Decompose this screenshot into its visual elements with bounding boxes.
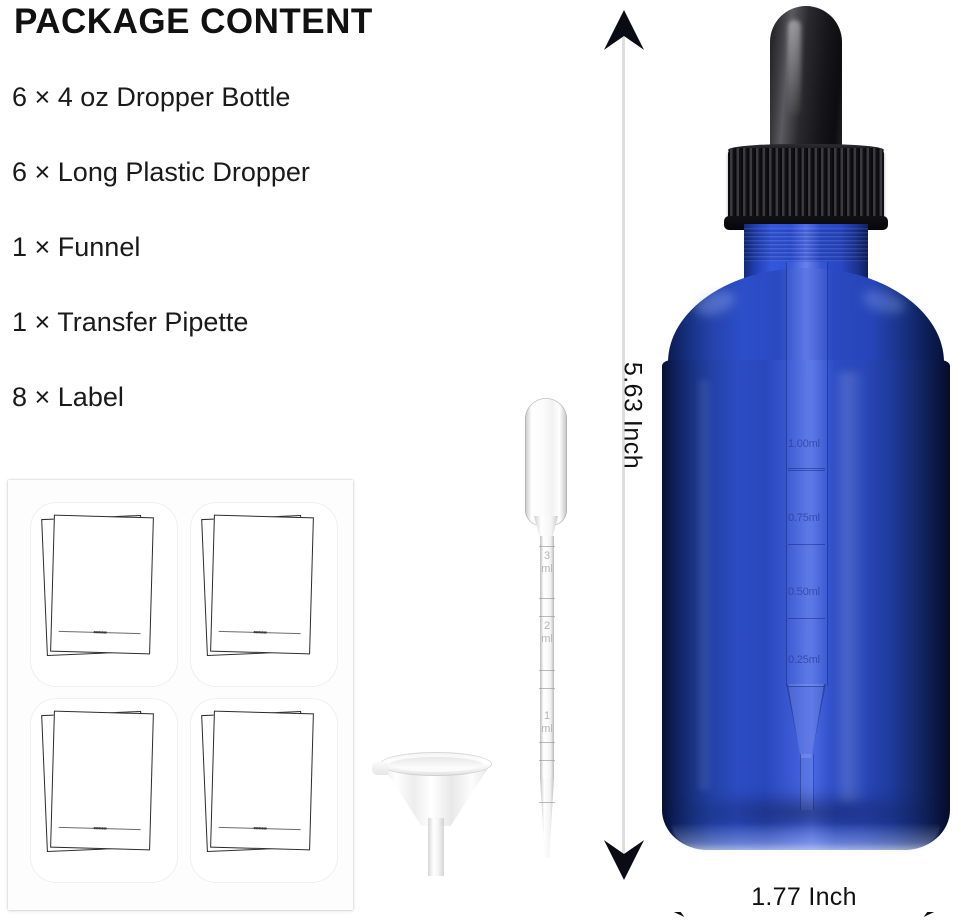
- width-dimension-indicator: 1.77 Inch: [648, 882, 960, 918]
- pipette-graduation-tick: [539, 742, 555, 743]
- pipette-graduation-value: 3: [543, 550, 551, 562]
- bottle-body-highlight-center: [832, 372, 866, 802]
- bottle-body-highlight-left: [696, 380, 712, 790]
- pipette-graduation-value: 2: [543, 620, 551, 632]
- funnel-illustration: [372, 752, 500, 877]
- dimension-shaft-vertical: [622, 32, 625, 854]
- package-content-item: 1 × Funnel: [12, 232, 141, 262]
- funnel-stem: [428, 818, 444, 876]
- pipette-graduation-value: 1: [543, 710, 551, 722]
- bottle-neck-threads: [744, 228, 868, 262]
- funnel-rim-inner: [389, 757, 483, 772]
- package-content-item: 1 × Transfer Pipette: [12, 307, 249, 337]
- pipette-graduation-unit: ml: [541, 633, 553, 645]
- width-dimension-label: 1.77 Inch: [648, 883, 960, 912]
- dropper-graduation-tick: [788, 470, 825, 472]
- pipette-graduation-tick: [539, 546, 555, 547]
- label-ornament-flourish: ••••••••: [253, 823, 267, 834]
- label-ornament-flourish: ••••••••: [93, 823, 107, 834]
- label-item: ••••••••: [30, 698, 178, 883]
- label-ornament-group: ••••••••: [210, 515, 312, 653]
- height-dimension-label: 5.63 Inch: [618, 361, 647, 470]
- height-dimension-indicator: 5.63 Inch: [596, 6, 666, 884]
- bottle-cap-bulb-highlight: [788, 20, 801, 116]
- bottle-body: [662, 360, 950, 850]
- pipette-graduation-tick: [539, 802, 555, 803]
- label-ornament-group: ••••••••: [210, 711, 312, 849]
- dropper-graduation-tick: [788, 618, 825, 620]
- label-ornament-group: ••••••••: [50, 515, 152, 653]
- label-ornament-flourish: ••••••••: [93, 627, 107, 638]
- dropper-graduation-label: 1.00ml: [788, 438, 820, 450]
- pipette-graduation-unit: ml: [541, 563, 553, 575]
- package-content-item: 6 × 4 oz Dropper Bottle: [12, 82, 291, 112]
- dropper-bottle-illustration: 1.00ml 0.75ml 0.50ml 0.25ml: [650, 0, 961, 880]
- bottle-cap-bulb: [770, 6, 842, 166]
- funnel-side-tab: [372, 762, 388, 775]
- pipette-graduation-tick: [539, 688, 555, 689]
- dropper-graduation-tick: [788, 544, 825, 546]
- width-dimension-text: 1.77 Inch: [743, 883, 865, 911]
- label-item: ••••••••: [30, 502, 178, 687]
- label-ornament-flourish: ••••••••: [253, 627, 267, 638]
- pipette-tip: [540, 778, 554, 858]
- bottle-cap-ribbed-collar: [728, 148, 884, 226]
- pipette-graduation-tick: [539, 616, 555, 617]
- package-content-item: 6 × Long Plastic Dropper: [12, 157, 310, 187]
- pipette-graduation-tick: [539, 598, 555, 599]
- label-ornament-group: ••••••••: [50, 711, 152, 849]
- glass-dropper-tube: [786, 262, 828, 686]
- dropper-graduation-label: 0.25ml: [788, 654, 820, 666]
- dropper-graduation-tick: [788, 468, 825, 470]
- pipette-graduation-tick: [539, 760, 555, 761]
- glass-dropper-stem: [800, 754, 814, 810]
- dropper-graduation-tick: [788, 686, 825, 688]
- page-title: PACKAGE CONTENT: [14, 2, 373, 41]
- pipette-graduation-tick: [539, 670, 555, 671]
- package-content-item: 8 × Label: [12, 382, 124, 412]
- dropper-graduation-label: 0.50ml: [788, 586, 820, 598]
- label-item: ••••••••: [190, 698, 338, 883]
- pipette-graduation-unit: ml: [541, 723, 553, 735]
- pipette-barrel: [540, 536, 554, 780]
- dropper-graduation-label: 0.75ml: [788, 512, 820, 524]
- pipette-bulb: [525, 398, 567, 526]
- label-item: ••••••••: [190, 502, 338, 687]
- bottle-base-rim: [672, 824, 940, 854]
- label-sheet: •••••••• •••••••• •••••••• ••••••••: [8, 480, 353, 910]
